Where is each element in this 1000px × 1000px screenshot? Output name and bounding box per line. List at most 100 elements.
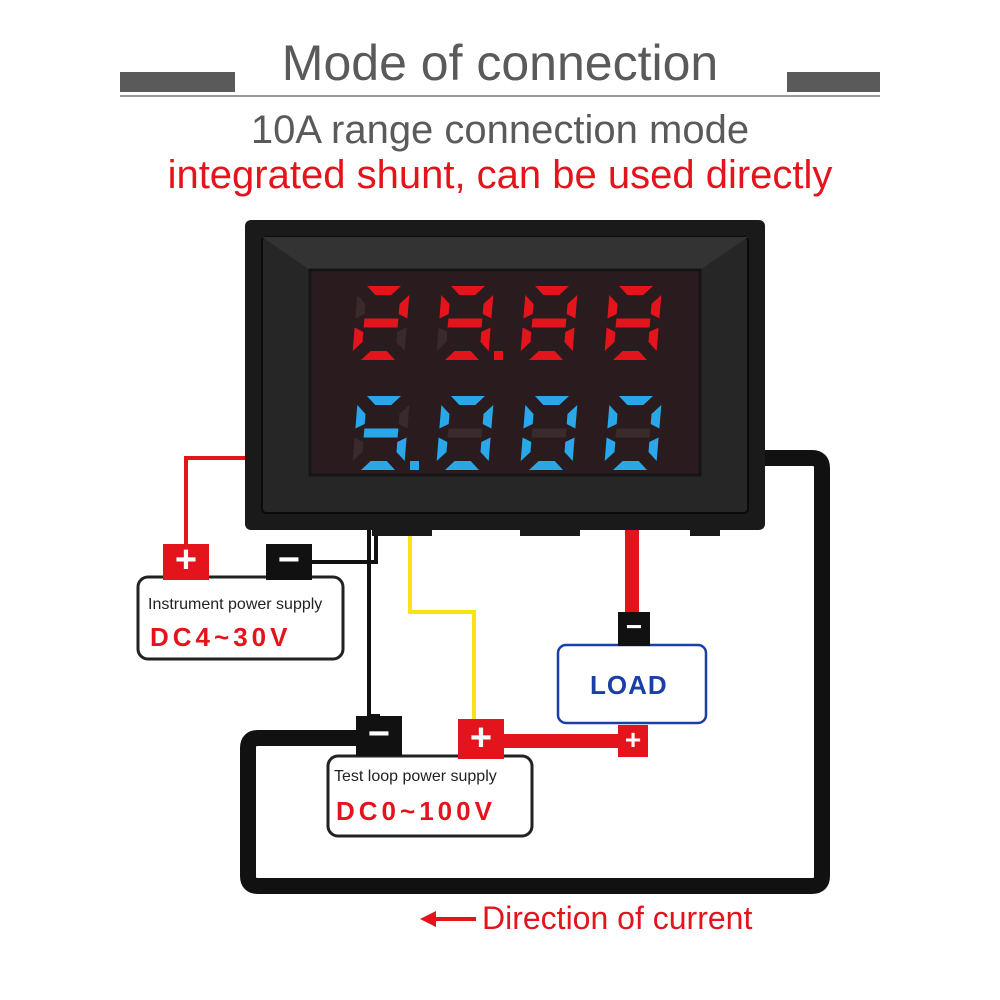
voltage-digit [520,286,578,360]
current-segment [352,437,364,461]
meter-bezel-shade [262,237,748,270]
direction-arrow-icon [420,911,436,927]
voltage-segment [523,295,534,319]
voltage-segment [531,318,567,328]
current-segment [439,405,450,429]
current-segment [396,437,407,461]
current-segment [613,461,647,470]
voltage-segment [439,295,450,319]
direction-label: Direction of current [482,900,753,936]
current-segment [615,428,651,438]
voltage-segment [566,295,578,319]
current-segment [436,437,448,461]
voltage-decimal-point [494,351,503,360]
voltage-digit [436,286,494,360]
voltage-display [352,286,662,360]
voltage-segment [648,327,659,351]
current-digit [520,396,578,470]
meter-tab [372,526,432,536]
current-segment [480,437,491,461]
current-segment [523,405,534,429]
voltage-segment [361,351,395,360]
voltage-digit [604,286,662,360]
current-segment [607,405,618,429]
current-segment [451,396,485,405]
current-decimal-point [410,461,419,470]
voltage-segment [352,327,364,351]
current-loop-wire [240,450,830,894]
load-minus-symbol: − [625,611,643,642]
current-display [352,396,662,470]
current-segment [619,396,653,405]
voltage-digit [352,286,410,360]
voltage-segment [363,318,399,328]
shunt-note: integrated shunt, can be used directly [167,153,833,197]
test-plus-symbol: + [469,717,493,759]
header-bar-left [120,72,235,92]
current-segment [447,428,483,438]
instrument-minus-terminal [266,544,312,580]
voltage-segment [564,327,575,351]
current-segment [564,437,575,461]
instrument-plus-symbol: + [174,539,198,581]
current-segment [535,396,569,405]
current-segment [363,428,399,438]
voltage-segment [604,327,616,351]
load-plus-terminal [618,725,648,757]
test-supply-box [326,754,534,838]
current-digit [604,396,662,470]
test-minus-terminal [356,716,402,756]
voltage-segment [445,351,479,360]
voltage-segment [451,286,485,295]
load-minus-terminal [618,612,650,646]
voltage-segment [529,351,563,360]
current-segment [566,405,578,429]
current-digit [352,396,410,470]
instrument-positive-wire [184,456,248,548]
meter-tab [690,526,720,536]
test-plus-terminal [458,719,504,759]
voltage-segment [619,286,653,295]
current-segment [650,405,662,429]
instrument-plus-terminal [163,544,209,580]
voltage-segment [615,318,651,328]
current-segment [482,405,494,429]
current-segment [648,437,659,461]
current-segment [531,428,567,438]
voltage-segment [436,327,448,351]
mode-subtitle: 10A range connection mode [250,108,750,152]
instrument-supply-label: Instrument power supply [148,596,323,613]
current-segment [604,437,616,461]
voltage-segment [613,351,647,360]
voltage-segment [650,295,662,319]
instrument-minus-symbol: − [277,539,301,581]
header-bar-right [787,72,880,92]
voltage-segment [607,295,618,319]
meter-screen [308,268,702,477]
load-label: LOAD [590,670,668,700]
voltage-segment [535,286,569,295]
current-segment [398,405,410,429]
voltage-segment [398,295,410,319]
voltage-segment [482,295,494,319]
voltage-segment [355,295,366,319]
load-plus-symbol: + [624,724,642,755]
instrument-supply-value: DC4~30V [150,622,292,652]
voltage-segment [480,327,491,351]
yellow-wire [408,532,476,722]
instrument-supply-box [136,575,345,661]
test-minus-symbol: − [367,713,391,755]
voltage-segment [520,327,532,351]
current-segment [520,437,532,461]
meter-tab [520,526,580,536]
current-segment [445,461,479,470]
current-segment [361,461,395,470]
test-supply-label: Test loop power supply [334,768,497,785]
voltage-segment [367,286,401,295]
voltage-segment [396,327,407,351]
current-digit [436,396,494,470]
page-title: Mode of connection [281,35,719,91]
test-supply-value: DC0~100V [336,796,496,826]
voltage-segment [447,318,483,328]
